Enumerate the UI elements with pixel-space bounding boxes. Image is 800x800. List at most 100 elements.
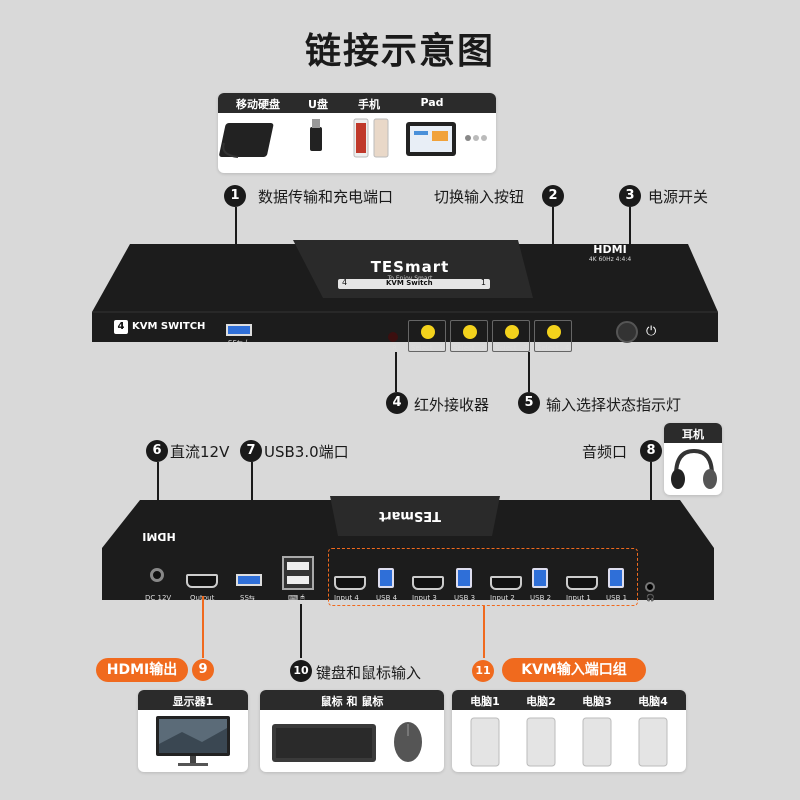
computers-illustration — [470, 717, 668, 767]
kbmouse-label: 鼠标 和 鼠标 — [320, 695, 384, 708]
hdmi-logo: HDMI 4K 60Hz 4:4:4 — [572, 243, 648, 263]
monitor-header: 显示器1 — [138, 690, 248, 710]
computer-1-label: 电脑1 — [470, 695, 500, 708]
hdd-icon — [219, 123, 274, 158]
callout-4-leader — [395, 352, 397, 392]
hdmi-input-1-port[interactable] — [566, 576, 598, 590]
front-strip-left-num: 4 — [342, 278, 348, 287]
usb-3-port[interactable] — [456, 568, 472, 588]
select-button-3[interactable]: Select 3 — [492, 320, 530, 352]
kb-usb-port[interactable] — [287, 562, 309, 570]
page-title: 链接示意图 — [304, 31, 495, 72]
callout-3-text: 电源开关 — [648, 188, 709, 206]
ir-label: IR — [390, 344, 397, 352]
callout-9-badge: HDMI输出 — [96, 658, 188, 682]
model-badge-text: KVM SWITCH — [132, 321, 206, 332]
hdmi-input-4-label: Input 4 — [334, 594, 359, 602]
power-button[interactable] — [616, 321, 638, 343]
front-usb-port[interactable] — [226, 324, 252, 336]
callout-6-text: 直流12V — [170, 443, 230, 461]
back-hdmi-logo: HDMI — [142, 530, 176, 543]
hdmi-input-2-port[interactable] — [490, 576, 522, 590]
headphone-label: 耳机 — [682, 428, 704, 441]
computer-1-icon — [470, 717, 500, 767]
select-button-group: Select 1 Select 2 Select 3 Select 4 — [404, 320, 574, 354]
callout-4-number: 4 — [386, 392, 408, 414]
more-dots-icon — [465, 135, 487, 141]
hdmi-logo-sub: 4K 60Hz 4:4:4 — [588, 256, 632, 263]
select-button-2-cap — [463, 325, 477, 339]
usb-3-label: USB 3 — [454, 594, 476, 602]
front-tagline: To Enjoy Smart — [340, 275, 480, 282]
kb-mouse-usb-stack[interactable] — [282, 556, 314, 590]
usb-2-port[interactable] — [532, 568, 548, 588]
callout-11-number: 11 — [472, 660, 494, 682]
computers-header: 电脑1 电脑2 电脑3 电脑4 — [452, 690, 686, 710]
select-button-3-label: Select — [495, 344, 517, 352]
usb-2-label: USB 2 — [530, 594, 552, 602]
callout-6-number: 6 — [146, 440, 168, 462]
callout-1-number: 1 — [224, 185, 246, 207]
callout-8-text: 音频口 — [582, 443, 628, 461]
select-button-4-cap — [547, 325, 561, 339]
kb-mouse-icons: ⌨ 🖱 — [288, 594, 305, 602]
callout-3-number: 3 — [619, 185, 641, 207]
callout-9-leader — [202, 596, 204, 658]
back-usb3-label: SS⇆ — [240, 594, 255, 602]
usb-1-label: USB 1 — [606, 594, 628, 602]
callout-10-number: 10 — [290, 660, 312, 682]
mobile-devices-header: 移动硬盘 U盘 手机 Pad — [218, 93, 496, 113]
callout-2-number: 2 — [542, 185, 564, 207]
device-label-hdd: 移动硬盘 — [236, 98, 280, 111]
device-label-pad: Pad — [420, 96, 444, 109]
callout-4-text: 红外接收器 — [414, 396, 490, 414]
front-strip-right-num: 1 — [480, 278, 486, 287]
computer-4-label: 电脑4 — [638, 695, 668, 708]
hdmi-input-1-label: Input 1 — [566, 594, 591, 602]
select-button-1-label: Select — [411, 344, 433, 352]
callout-10-leader — [300, 604, 302, 658]
select-button-1[interactable]: Select 1 — [408, 320, 446, 352]
callout-5-text: 输入选择状态指示灯 — [546, 396, 682, 414]
usb-1-port[interactable] — [608, 568, 624, 588]
callout-7-number: 7 — [240, 440, 262, 462]
callout-7-text: USB3.0端口 — [264, 443, 349, 461]
mouse-usb-port[interactable] — [287, 576, 309, 584]
headphone-port-icon: 🎧 — [646, 594, 655, 602]
model-badge-num: 4 — [114, 320, 128, 334]
mouse-icon — [394, 722, 422, 762]
device-label-phone: 手机 — [358, 98, 380, 111]
phone-icon — [353, 118, 389, 158]
keyboard-mouse-illustration — [272, 722, 422, 762]
hdmi-output-port[interactable] — [186, 574, 218, 588]
input-ports-group — [328, 548, 638, 606]
callout-1-text: 数据传输和充电端口 — [258, 188, 394, 206]
hdmi-input-3-label: Input 3 — [412, 594, 437, 602]
hdmi-input-4-port[interactable] — [334, 576, 366, 590]
computer-3-icon — [582, 717, 612, 767]
headphone-card: 耳机 — [664, 423, 722, 495]
front-brand: TESmart — [370, 258, 450, 276]
headphone-icon — [671, 448, 717, 489]
monitor-icon — [156, 716, 230, 766]
hdmi-input-3-port[interactable] — [412, 576, 444, 590]
kbmouse-header: 鼠标 和 鼠标 — [260, 690, 444, 710]
back-brand: TESmart — [378, 508, 442, 523]
select-button-2[interactable]: Select 2 — [450, 320, 488, 352]
computer-4-icon — [638, 717, 668, 767]
select-button-4-label: Select — [537, 344, 559, 352]
power-icon: ⏻ — [646, 324, 657, 339]
dc-label: DC 12V — [145, 594, 172, 602]
select-button-4-num: 4 — [565, 344, 570, 352]
back-usb3-port[interactable] — [236, 574, 262, 586]
select-button-2-num: 2 — [481, 344, 486, 352]
audio-jack[interactable] — [645, 582, 655, 592]
ir-receiver — [388, 332, 398, 342]
usb-4-port[interactable] — [378, 568, 394, 588]
monitor-label: 显示器1 — [172, 695, 214, 708]
select-button-3-cap — [505, 325, 519, 339]
select-button-4[interactable]: Select 4 — [534, 320, 572, 352]
dc-jack[interactable] — [150, 568, 164, 582]
callout-9-number: 9 — [192, 659, 214, 681]
select-button-1-num: 1 — [439, 344, 444, 352]
